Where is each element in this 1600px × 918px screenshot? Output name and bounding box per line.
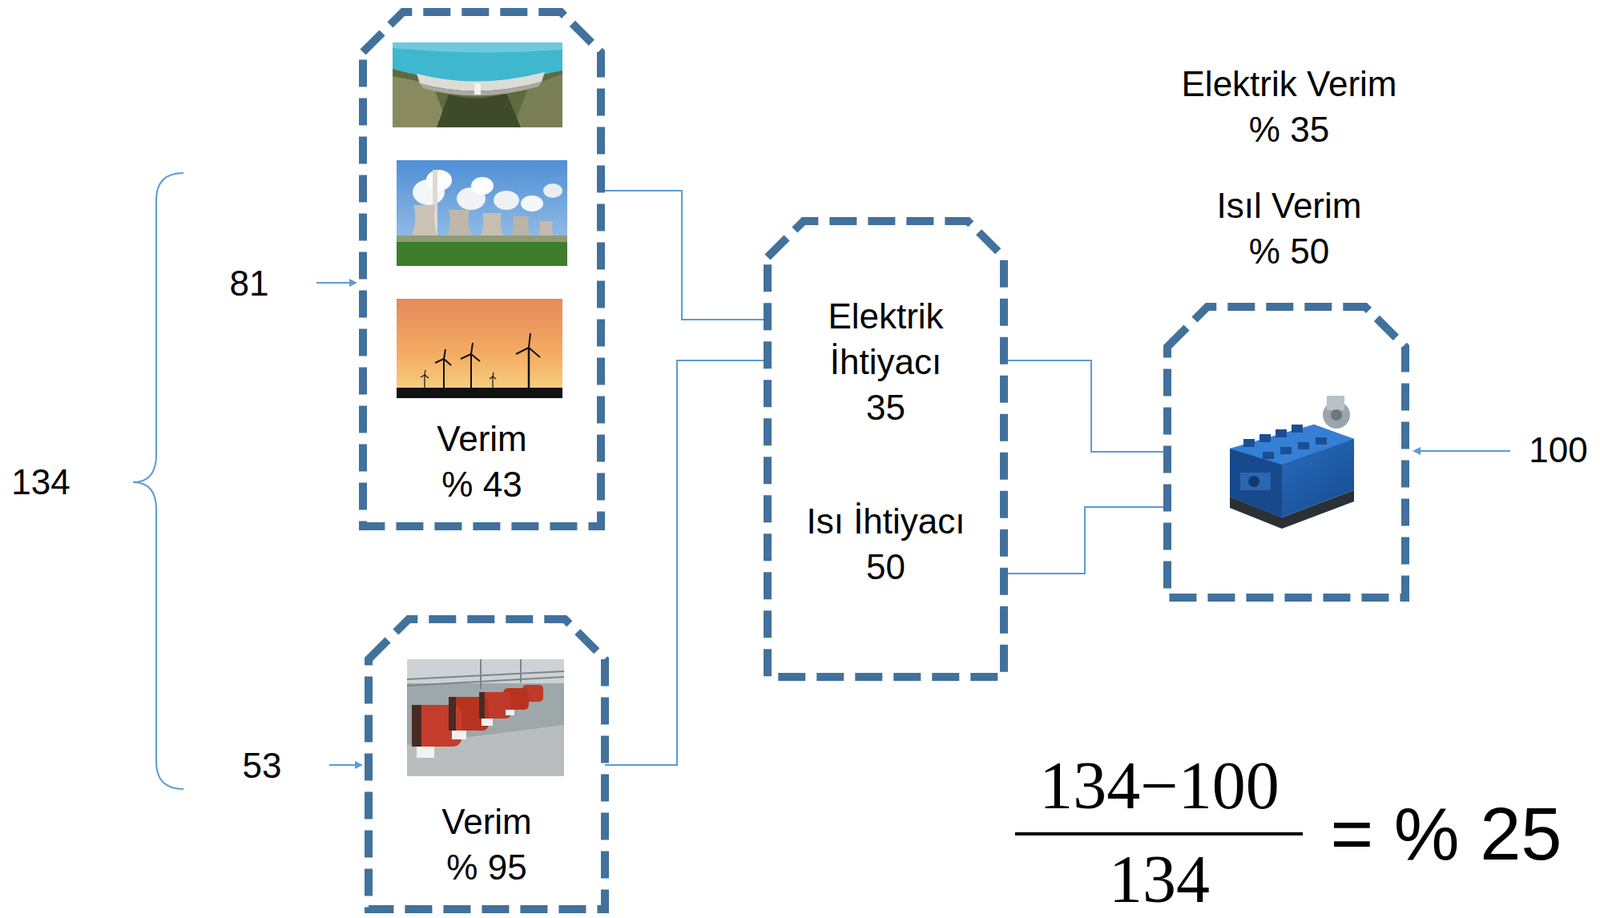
box-heading: Elektrik Verim % 35: [1168, 60, 1410, 153]
dashed-outline: [362, 12, 601, 527]
box-text: Verim % 43: [422, 415, 543, 508]
dashed-outline: [767, 221, 1004, 678]
connector-line: [1003, 360, 1168, 452]
callout-number: 81: [229, 265, 270, 302]
dashed-box: Verim % 43: [358, 8, 605, 531]
dashed-box: Elektrik Verim % 35Isıl Verim % 50: [1163, 302, 1410, 602]
box-text: Isı İhtiyacı 50: [795, 498, 976, 590]
box-outline: [763, 217, 1008, 682]
dashed-box: Elektrik İhtiyacı 35 Isı İhtiyacı 50: [763, 217, 1008, 682]
wind-farm-picture: [396, 298, 563, 399]
box-text: Elektrik İhtiyacı 35: [818, 293, 955, 431]
box-heading: Isıl Verim % 50: [1196, 182, 1382, 275]
dam-picture: [392, 42, 563, 128]
callout-number: 53: [242, 748, 283, 784]
callout-number: 100: [1528, 432, 1588, 468]
formula-denominator: 134: [1108, 846, 1210, 914]
box-outline: [1163, 302, 1410, 602]
dashed-outline: [1167, 306, 1406, 598]
formula-result: = % 25: [1330, 797, 1563, 871]
dashed-outline: [368, 619, 605, 910]
engine-picture: [1229, 395, 1355, 529]
callout-number: 134: [11, 464, 70, 500]
box-text: Verim % 95: [427, 798, 548, 891]
connector-line: [1003, 507, 1168, 574]
boiler-room-picture: [407, 659, 565, 777]
formula-numerator: 134−100: [1039, 752, 1279, 820]
dashed-box: Verim % 95: [364, 615, 609, 914]
fraction-line: [1015, 832, 1303, 836]
connector-line: [600, 190, 768, 320]
power-plant-picture: [396, 160, 568, 266]
connector-line: [604, 360, 768, 766]
curly-bracket: [132, 173, 184, 790]
